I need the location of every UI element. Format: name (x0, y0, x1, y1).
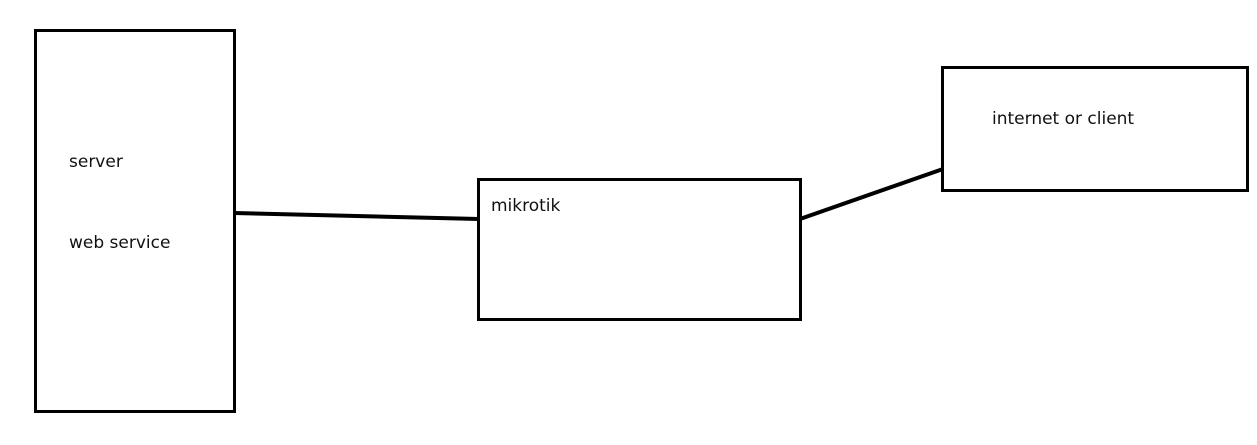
server-label: server (69, 152, 123, 172)
internet-node: internet or client (941, 66, 1249, 192)
edge-server-mikrotik (233, 211, 480, 221)
web-service-label: web service (69, 233, 171, 253)
mikrotik-node: mikrotik (477, 178, 802, 321)
edge-mikrotik-internet (799, 167, 944, 221)
mikrotik-label: mikrotik (491, 196, 561, 216)
server-node: server web service (34, 29, 236, 413)
internet-label: internet or client (992, 109, 1135, 129)
